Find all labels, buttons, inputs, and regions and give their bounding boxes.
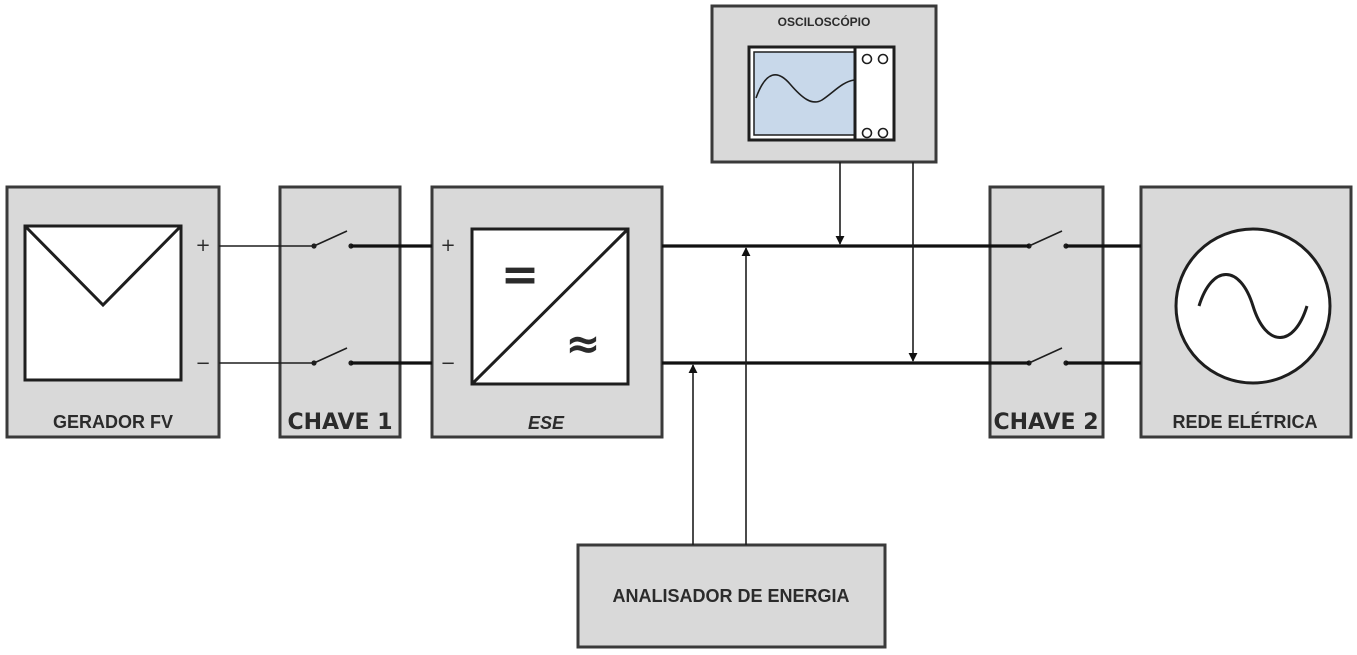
osciloscopio-block: OSCILOSCÓPIO bbox=[710, 4, 938, 164]
ese-plus-label: + bbox=[440, 235, 455, 256]
ac-source-icon bbox=[1174, 227, 1332, 385]
rede-eletrica-label: REDE ELÉTRICA bbox=[1172, 411, 1317, 432]
wiring bbox=[219, 162, 1141, 545]
gerador-fv-block: + − GERADOR FV bbox=[5, 185, 221, 439]
chave2-label: CHAVE 2 bbox=[993, 410, 1098, 435]
analisador-energia-label: ANALISADOR DE ENERGIA bbox=[612, 586, 849, 606]
rede-eletrica-block: REDE ELÉTRICA bbox=[1139, 185, 1353, 439]
gerador-plus-label: + bbox=[195, 235, 210, 256]
ac-symbol: ≈ bbox=[565, 319, 600, 368]
chave1-block: CHAVE 1 bbox=[278, 185, 402, 439]
gerador-minus-label: − bbox=[195, 353, 210, 374]
chave1-label: CHAVE 1 bbox=[287, 410, 392, 435]
analisador-energia-block: ANALISADOR DE ENERGIA bbox=[576, 543, 887, 649]
ese-minus-label: − bbox=[440, 353, 455, 374]
osciloscopio-label: OSCILOSCÓPIO bbox=[778, 14, 871, 29]
dc-ac-converter-icon: = ≈ bbox=[470, 227, 630, 386]
chave2-block: CHAVE 2 bbox=[988, 185, 1105, 439]
dc-symbol: = bbox=[501, 247, 540, 301]
ese-block: = ≈ + − ESE bbox=[430, 185, 664, 439]
pv-panel-icon bbox=[23, 224, 183, 382]
oscilloscope-screen-icon bbox=[747, 45, 896, 142]
gerador-fv-label: GERADOR FV bbox=[53, 412, 173, 432]
ese-label: ESE bbox=[528, 413, 565, 433]
